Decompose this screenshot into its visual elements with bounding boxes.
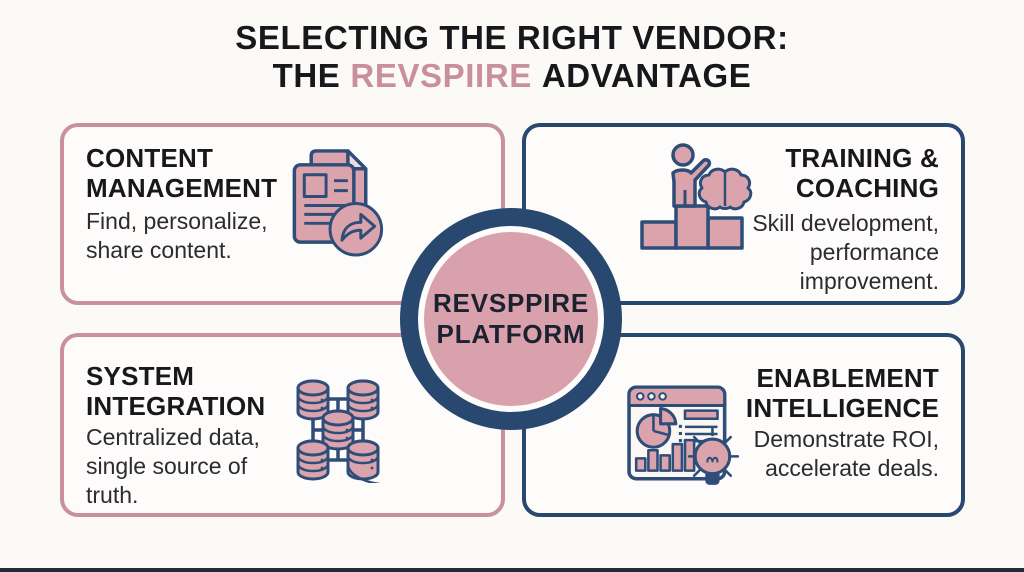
- quadrant-title: CONTENT MANAGEMENT: [86, 143, 278, 203]
- database-network-icon: [296, 379, 382, 483]
- page-title: SELECTING THE RIGHT VENDOR: THE REVSPIIR…: [0, 19, 1024, 95]
- title-the: THE: [272, 57, 341, 94]
- coach-podium-brain-icon: [640, 143, 753, 250]
- quadrant-title: TRAINING & COACHING: [785, 143, 939, 203]
- title-advantage: ADVANTAGE: [541, 57, 752, 94]
- quadrant-description: Demonstrate ROI, accelerate deals.: [753, 426, 939, 481]
- page-title-line1: SELECTING THE RIGHT VENDOR:: [235, 19, 789, 56]
- quadrant-title: ENABLEMENT INTELLIGENCE: [745, 363, 939, 423]
- documents-share-icon: [292, 149, 384, 257]
- quadrant-description: Centralized data, single source of truth…: [86, 424, 260, 508]
- quadrant-system-integration: SYSTEM INTEGRATION Centralized data, sin…: [60, 333, 505, 517]
- platform-name: REVSPPIRE: [432, 288, 590, 318]
- page-title-line2: THE REVSPIIRE ADVANTAGE: [0, 57, 1024, 95]
- analytics-lightbulb-icon: [627, 385, 740, 485]
- brand-name: REVSPIIRE: [350, 57, 532, 94]
- bottom-edge-bar: [0, 568, 1024, 572]
- quadrant-title: SYSTEM INTEGRATION: [86, 361, 266, 421]
- platform-label: PLATFORM: [436, 319, 586, 349]
- quadrant-content-management: CONTENT MANAGEMENT Find, personalize, sh…: [60, 123, 505, 305]
- quadrant-description: Skill development, performance improveme…: [752, 210, 939, 294]
- platform-circle-core: REVSPPIRE PLATFORM: [418, 226, 604, 412]
- quadrant-description: Find, personalize, share content.: [86, 208, 268, 263]
- platform-circle: REVSPPIRE PLATFORM: [400, 208, 622, 430]
